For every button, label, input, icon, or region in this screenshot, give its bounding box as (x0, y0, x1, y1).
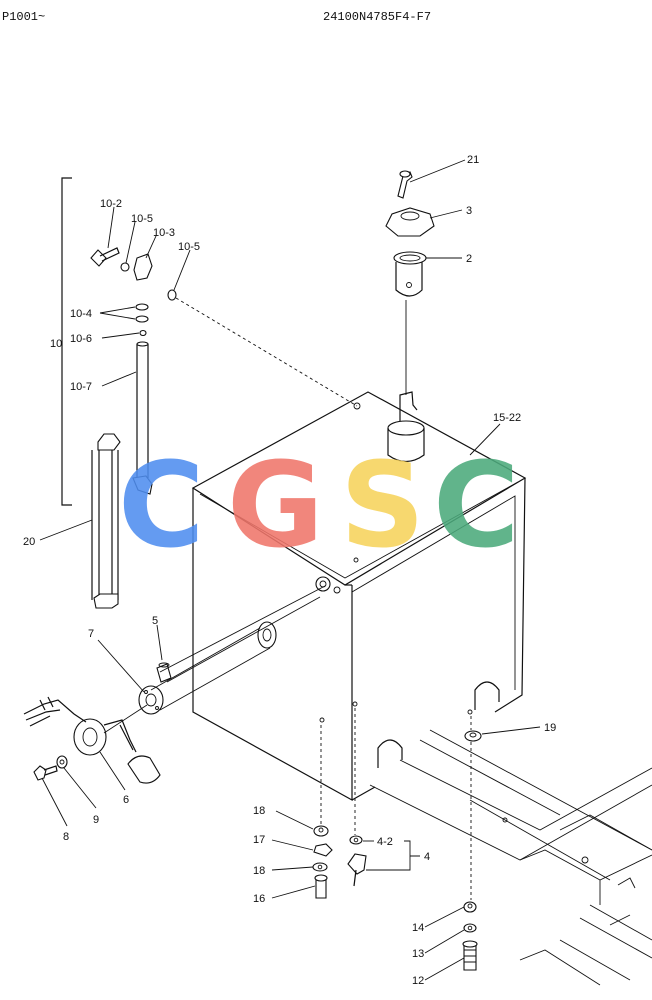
callout-2: 2 (466, 253, 472, 265)
callout-15-22: 15-22 (493, 412, 521, 424)
callout-13: 13 (412, 948, 424, 960)
callout-19: 19 (544, 722, 556, 734)
callout-10-5-b: 10-5 (178, 241, 200, 253)
callout-10-3: 10-3 (153, 227, 175, 239)
callout-17: 17 (253, 834, 265, 846)
watermark-letter-s: S (340, 436, 425, 574)
cushion-19 (464, 730, 482, 742)
header-part-number: 24100N4785F4-F7 (323, 10, 431, 24)
washer-18-b (312, 862, 328, 872)
callout-10-4: 10-4 (70, 308, 92, 320)
callout-3: 3 (466, 205, 472, 217)
callout-16: 16 (253, 893, 265, 905)
cushion-14 (463, 901, 477, 913)
callout-12: 12 (412, 975, 424, 987)
header-left-code: P1001~ (2, 10, 45, 24)
callout-7: 7 (88, 628, 94, 640)
callout-5: 5 (152, 615, 158, 627)
callout-18-a: 18 (253, 805, 265, 817)
watermark-letter-c1: C (118, 436, 205, 574)
callout-10: 10 (50, 338, 62, 350)
machine-frame (369, 729, 652, 986)
callout-18-b: 18 (253, 865, 265, 877)
callout-10-7: 10-7 (70, 381, 92, 393)
bolt-12 (462, 940, 478, 971)
sender-unit-6 (23, 696, 161, 784)
callout-10-2: 10-2 (100, 198, 122, 210)
callout-9: 9 (93, 814, 99, 826)
fuel-tank (191, 391, 527, 802)
assembly-lines (103, 297, 472, 900)
watermark: C G S C (118, 436, 520, 574)
level-gauge-20 (91, 433, 121, 609)
plug-10-6 (139, 329, 147, 337)
callout-4: 4 (424, 851, 430, 863)
bolt-8 (33, 765, 58, 781)
washer-13 (463, 923, 477, 933)
callout-10-6: 10-6 (70, 333, 92, 345)
bolt-10-2 (90, 247, 120, 267)
block-10-3 (133, 253, 153, 281)
gasket-7 (138, 685, 164, 715)
bolt-16 (314, 874, 328, 899)
cushion-18-a (313, 825, 329, 837)
o-ring-10-5-b (167, 289, 177, 301)
washer-4-2 (349, 835, 363, 845)
callout-4-2: 4-2 (377, 836, 393, 848)
callout-8: 8 (63, 831, 69, 843)
callout-14: 14 (412, 922, 424, 934)
o-ring-10-4-b (135, 315, 149, 323)
leader-lines (39, 159, 541, 981)
drain-plug-5 (156, 662, 172, 683)
callout-10-5-a: 10-5 (131, 213, 153, 225)
callout-6: 6 (123, 794, 129, 806)
gauge-pipe-10-7 (132, 341, 153, 495)
watermark-letter-g: G (227, 436, 324, 574)
fuel-strainer (393, 251, 427, 297)
callout-20: 20 (23, 536, 35, 548)
fuel-cap (385, 207, 435, 237)
washer-9 (56, 755, 68, 769)
watermark-letter-c2: C (433, 436, 520, 574)
fuel-cap-key (397, 170, 413, 199)
group-10-bracket (61, 177, 72, 506)
stopper-4 (347, 853, 367, 887)
o-ring-10-4-a (135, 303, 149, 311)
callout-21: 21 (467, 154, 479, 166)
cushion-17 (313, 843, 333, 857)
o-ring-10-5-a (120, 262, 130, 272)
